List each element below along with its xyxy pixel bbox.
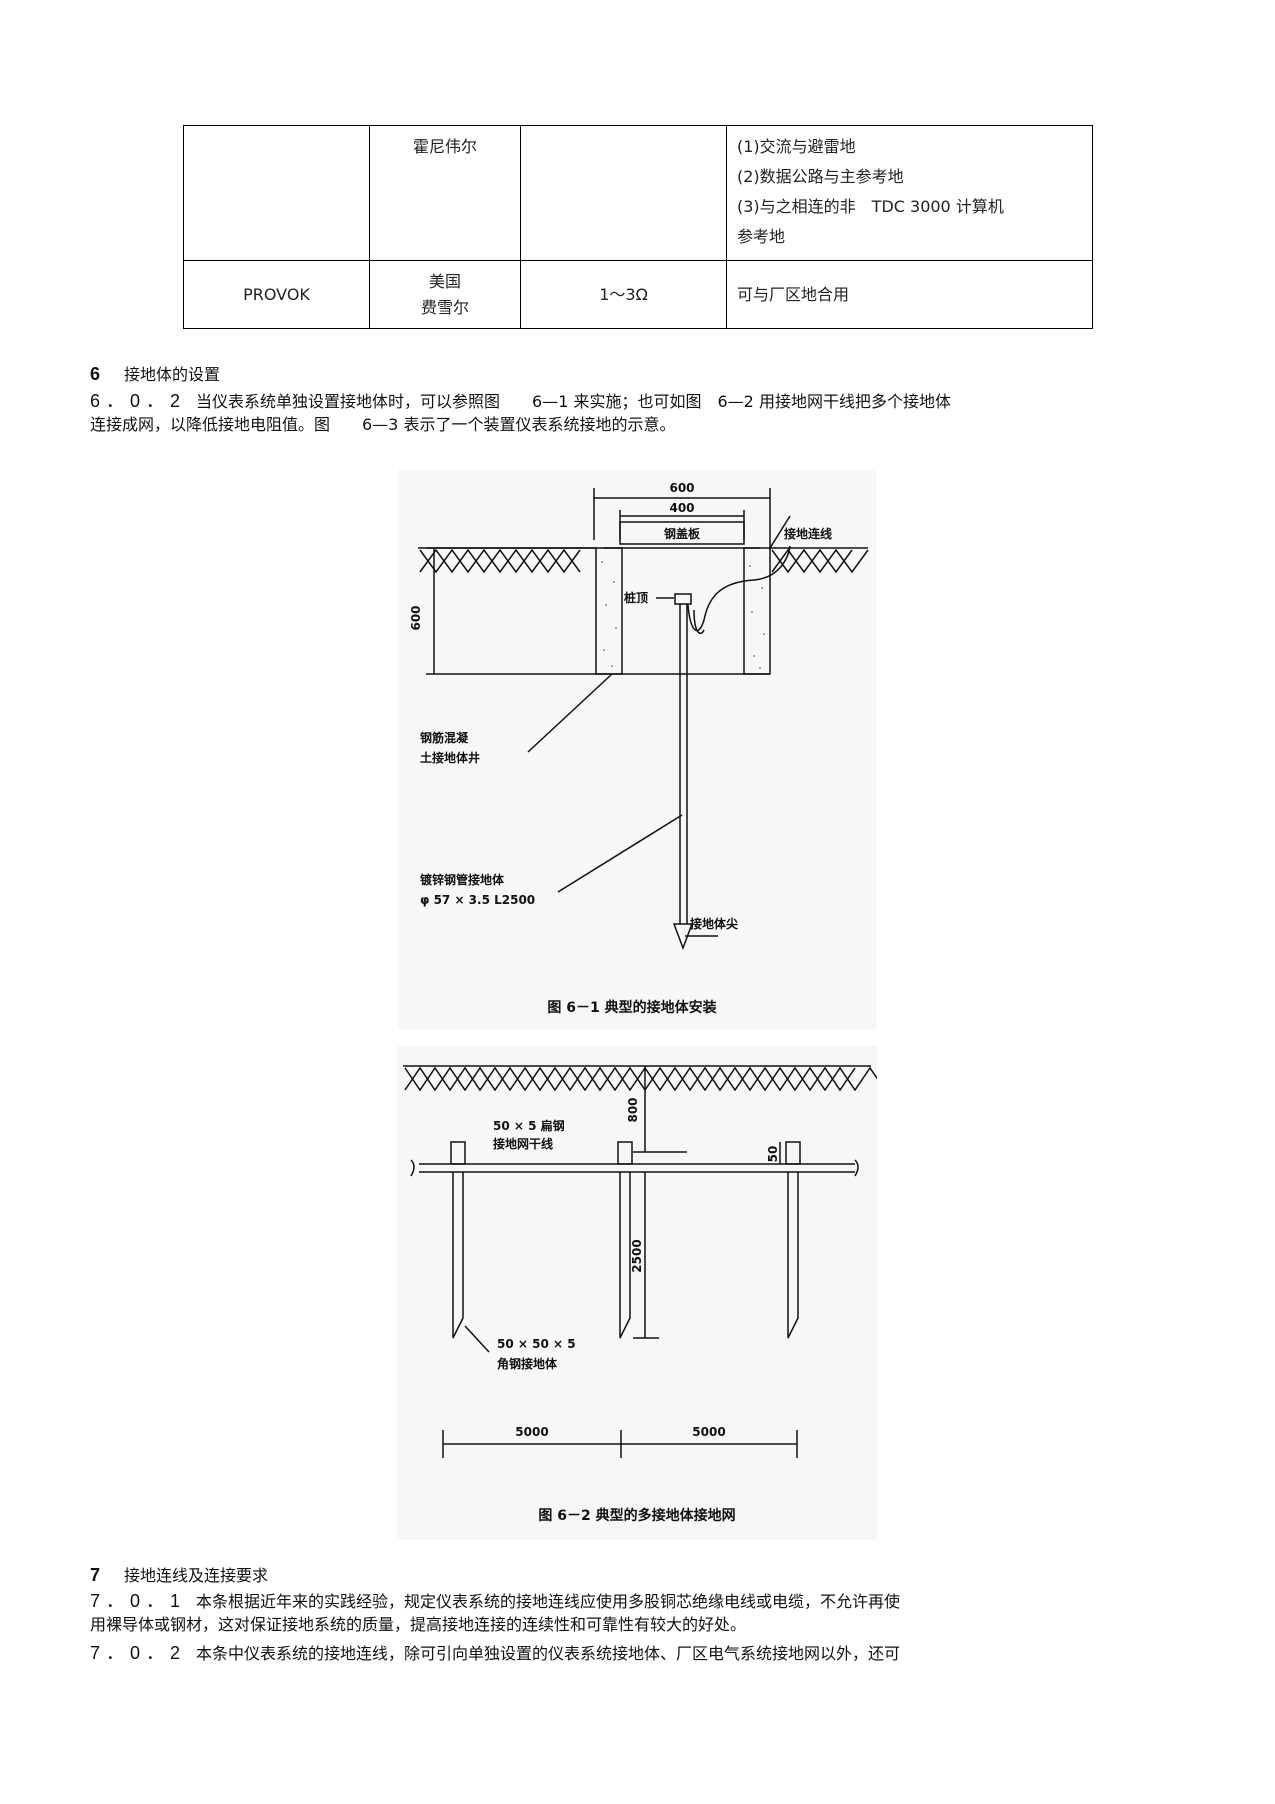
section-heading: 7 接地连线及连接要求: [90, 1564, 268, 1587]
dim-label: 600: [409, 605, 423, 630]
dim-label: 5000: [692, 1425, 725, 1439]
dim-label: 400: [669, 501, 694, 515]
ground-wire-label: 接地连线: [784, 526, 832, 541]
figure-6-1-drawing: 600 400 钢盖板 接地连线 桩顶 600 钢筋混凝 土接地体井 镀锌钢管接…: [409, 481, 869, 1016]
dim-label: 800: [626, 1097, 640, 1122]
table-cell-text: 霍尼伟尔: [412, 137, 477, 156]
table-cell-text: PROVOK: [243, 284, 310, 304]
table-row: 霍尼伟尔 (1)交流与避雷地 (2)数据公路与主参考地 (3)与之相连的非 TD…: [183, 125, 1093, 261]
table-cell: 美国 费雪尔: [369, 260, 521, 329]
clause-number: 7．0．2: [90, 1643, 187, 1663]
table-cell: 可与厂区地合用: [726, 260, 1093, 329]
table-cell-text: (2)数据公路与主参考地: [737, 167, 904, 186]
paragraph-6-0-2: 6．0．2 当仪表系统单独设置接地体时，可以参照图 6—1 来实施；也可如图 6—…: [90, 390, 1190, 436]
clause-number: 6．0．2: [90, 391, 187, 411]
figure-6-2-drawing: 800 50 × 5 扁钢 接地网干线 50 2500 50 × 50 × 5 …: [403, 1065, 886, 1524]
paragraph-7-0-2: 7．0．2 本条中仪表系统的接地连线，除可引向单独设置的仪表系统接地体、厂区电气系…: [90, 1642, 1190, 1665]
paragraph-line: 用裸导体或钢材，这对保证接地系统的质量，提高接地连接的连续性和可靠性有较大的好处…: [90, 1615, 747, 1634]
paragraph-line: 本条中仪表系统的接地连线，除可引向单独设置的仪表系统接地体、厂区电气系统接地网以…: [196, 1644, 901, 1663]
grounding-spec-table: 霍尼伟尔 (1)交流与避雷地 (2)数据公路与主参考地 (3)与之相连的非 TD…: [183, 125, 1093, 329]
paragraph-line: 当仪表系统单独设置接地体时，可以参照图 6—1 来实施；也可如图 6—2 用接地…: [196, 392, 951, 411]
table-cell-text: 费雪尔: [420, 297, 469, 317]
section-title: 接地连线及连接要求: [124, 1566, 269, 1585]
flat-steel-label: 50 × 5 扁钢: [493, 1118, 565, 1133]
table-cell-text: (1)交流与避雷地: [737, 137, 856, 156]
figure-6-1: 600 400 钢盖板 接地连线 桩顶 600 钢筋混凝 土接地体井 镀锌钢管接…: [398, 470, 876, 1030]
dim-label: 5000: [515, 1425, 548, 1439]
table-cell: 1～3Ω: [520, 260, 727, 329]
table-cell-text: 参考地: [737, 227, 786, 246]
tip-label: 接地体尖: [690, 916, 738, 931]
table-cell: PROVOK: [183, 260, 370, 329]
section-number: 7: [90, 1565, 101, 1585]
table-cell-text: (3)与之相连的非 TDC 3000 计算机: [737, 197, 1004, 216]
clause-number: 7．0．1: [90, 1591, 187, 1611]
paragraph-line: 连接成网，以降低接地电阻值。图 6—3 表示了一个装置仪表系统接地的示意。: [90, 415, 676, 434]
cover-plate-label: 钢盖板: [664, 526, 701, 541]
pipe-label: 镀锌钢管接地体: [420, 872, 505, 887]
figure-caption: 图 6－2 典型的多接地体接地网: [538, 1507, 735, 1524]
flat-steel-label: 接地网干线: [493, 1136, 553, 1151]
angle-steel-label: 角钢接地体: [497, 1356, 558, 1371]
table-cell: [183, 125, 370, 261]
section-number: 6: [90, 364, 101, 384]
section-title: 接地体的设置: [124, 365, 221, 384]
dim-label: 50: [766, 1146, 780, 1163]
pipe-label: φ 57 × 3.5 L2500: [420, 893, 535, 907]
table-cell-text: 美国: [428, 271, 461, 291]
dim-label: 600: [669, 481, 694, 495]
table-cell-text: 1～3Ω: [599, 284, 648, 304]
pile-top-label: 桩顶: [624, 590, 648, 605]
paragraph-line: 本条根据近年来的实践经验，规定仪表系统的接地连线应使用多股铜芯绝缘电线或电缆，不…: [196, 1592, 901, 1611]
table-row: PROVOK 美国 费雪尔 1～3Ω 可与厂区地合用: [183, 260, 1093, 329]
section-heading: 6 接地体的设置: [90, 363, 220, 386]
angle-steel-label: 50 × 50 × 5: [497, 1337, 576, 1351]
figure-6-2: 800 50 × 5 扁钢 接地网干线 50 2500 50 × 50 × 5 …: [397, 1046, 886, 1540]
well-label: 土接地体井: [420, 750, 480, 765]
figure-caption: 图 6－1 典型的接地体安装: [547, 999, 717, 1016]
paragraph-7-0-1: 7．0．1 本条根据近年来的实践经验，规定仪表系统的接地连线应使用多股铜芯绝缘电线…: [90, 1590, 1190, 1636]
table-cell: 霍尼伟尔: [369, 125, 521, 261]
dim-label: 2500: [630, 1239, 644, 1272]
well-label: 钢筋混凝: [420, 730, 469, 745]
table-cell: [520, 125, 727, 261]
table-cell: (1)交流与避雷地 (2)数据公路与主参考地 (3)与之相连的非 TDC 300…: [726, 125, 1093, 261]
table-cell-text: 可与厂区地合用: [737, 284, 850, 304]
